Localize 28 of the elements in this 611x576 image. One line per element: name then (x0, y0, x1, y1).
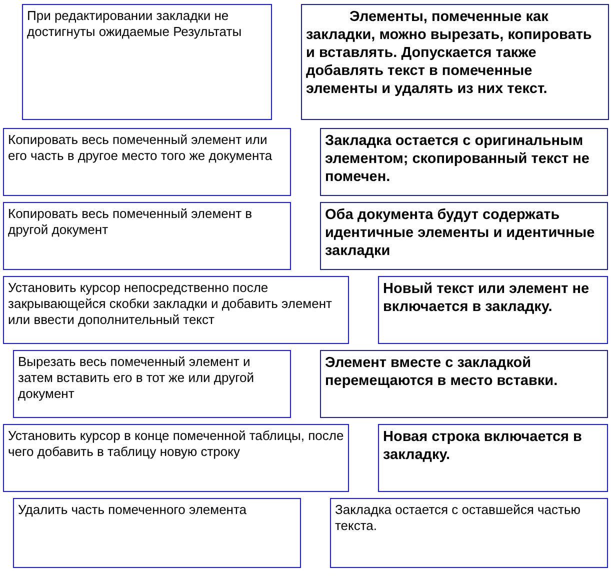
result-box (378, 276, 608, 344)
action-box (13, 350, 291, 418)
action-box (3, 128, 291, 196)
problem-box (22, 4, 272, 120)
problem-text: При редактировании закладки не достигнуты ожидаемые Результаты (27, 8, 243, 40)
action-text: Вырезать весь помеченный элемент и затем вставить его в тот же или другой документ (18, 354, 256, 402)
result-text: Закладка остается с оставшейся частью текста. (335, 502, 582, 534)
action-box (3, 202, 291, 270)
action-box (3, 424, 349, 492)
result-box (330, 498, 608, 568)
action-text: Установить курсор в конце помеченной таблицы, после чего добавить в таблицу новую строку (8, 428, 344, 460)
action-text: Удалить часть помеченного элемента (18, 502, 247, 518)
result-text: Оба документа будут содержать идентичные элементы и идентичные закладки (325, 206, 596, 260)
result-text: Новая строка включается в закладку. (383, 428, 583, 464)
action-text: Установить курсор непосредственно после закрывающейся скобки закладки и добавить элемент или ввести дополнительный текст (8, 280, 333, 328)
result-box (320, 202, 608, 270)
result-text: Новый текст или элемент не включается в закладку. (383, 280, 590, 316)
note-text: Элементы, помеченные как закладки, можно вырезать, копировать и вставлять. Допускается также добавлять текст в помеченные элементы и удалять из них текст. (306, 8, 593, 98)
result-box (378, 424, 608, 492)
result-box (320, 350, 608, 418)
note-box (301, 4, 609, 120)
action-text: Копировать весь помеченный элемент или его часть в другое место того же документа (8, 132, 274, 164)
result-text: Элемент вместе с закладкой перемещаются в место вставки. (325, 354, 559, 390)
result-text: Закладка остается с оригинальным элементом; скопированный текст не помечен. (325, 132, 590, 186)
action-text: Копировать весь помеченный элемент в другой документ (8, 206, 254, 238)
action-box (3, 276, 349, 344)
result-box (320, 128, 608, 196)
action-box (13, 498, 301, 568)
